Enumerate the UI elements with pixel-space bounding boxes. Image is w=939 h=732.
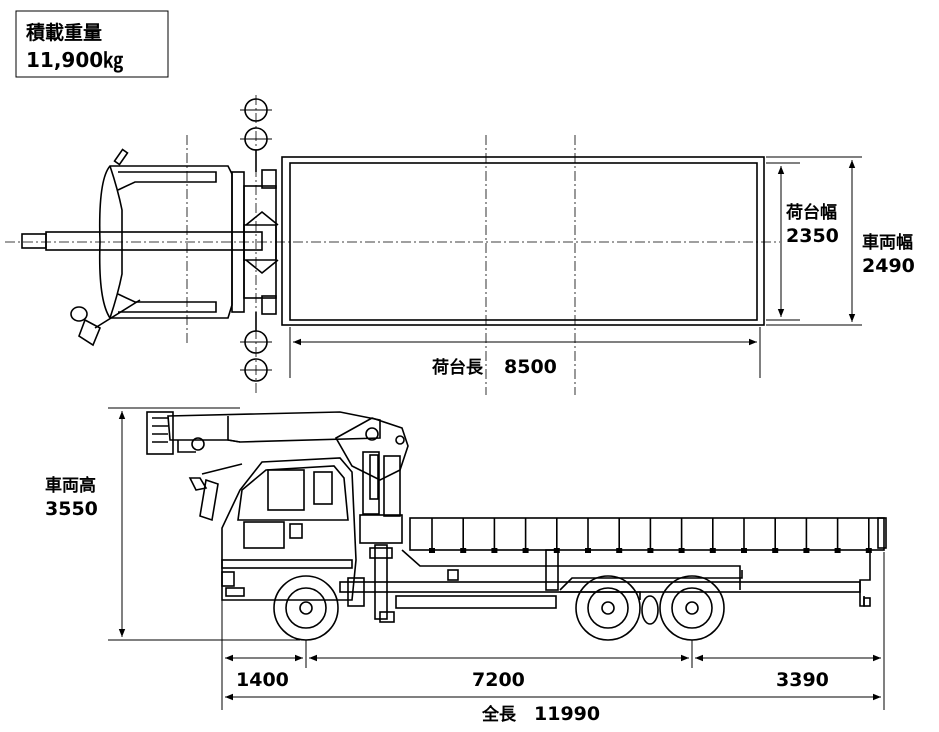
side-view: 車両高 3550 1400 7200 3390 全長 11990 bbox=[45, 407, 887, 725]
gate-hook bbox=[834, 548, 841, 553]
gate-hook bbox=[647, 548, 654, 553]
gate-hook bbox=[709, 548, 716, 553]
bed-width-label: 荷台幅 bbox=[786, 202, 837, 223]
gate-hook bbox=[865, 548, 872, 553]
gate-hook bbox=[772, 548, 779, 553]
gate-hook bbox=[553, 548, 560, 553]
top-view: 荷台幅 2350 車両幅 2490 荷台長 8500 bbox=[5, 95, 915, 395]
bed-width-value: 2350 bbox=[786, 225, 839, 247]
payload-box: 積載重量 11,900㎏ bbox=[15, 10, 169, 78]
vehicle-width-value: 2490 bbox=[862, 255, 915, 277]
overall-length-value: 11990 bbox=[534, 703, 600, 725]
vehicle-height-value: 3550 bbox=[45, 498, 98, 520]
gate-hook bbox=[460, 548, 467, 553]
gate-hook bbox=[741, 548, 747, 553]
gate-hook bbox=[616, 548, 623, 553]
gate-hook bbox=[585, 548, 591, 553]
outrigger-pad-top-1 bbox=[240, 98, 272, 122]
gate-hook bbox=[522, 548, 529, 553]
outrigger-pad-bottom-2 bbox=[240, 358, 272, 382]
front-wheel bbox=[273, 575, 339, 641]
gate-hook bbox=[678, 548, 685, 553]
gate-hook bbox=[803, 548, 810, 553]
gate-hook bbox=[429, 548, 435, 553]
payload-value: 11,900㎏ bbox=[26, 48, 123, 73]
rear-wheel-1 bbox=[575, 575, 641, 641]
deck-gate-posts bbox=[429, 518, 872, 553]
vehicle-height-label: 車両高 bbox=[45, 475, 96, 496]
bed-length-value: 8500 bbox=[504, 356, 557, 378]
payload-label: 積載重量 bbox=[26, 21, 102, 44]
gate-hook bbox=[491, 548, 498, 553]
wheelbase-value: 7200 bbox=[472, 669, 525, 691]
rear-overhang-value: 3390 bbox=[776, 669, 829, 691]
rear-wheel-2 bbox=[659, 575, 725, 641]
front-overhang-value: 1400 bbox=[236, 669, 289, 691]
overall-length-label: 全長 bbox=[481, 704, 517, 725]
bed-length-label: 荷台長 bbox=[432, 357, 484, 378]
vehicle-width-label: 車両幅 bbox=[862, 232, 913, 253]
